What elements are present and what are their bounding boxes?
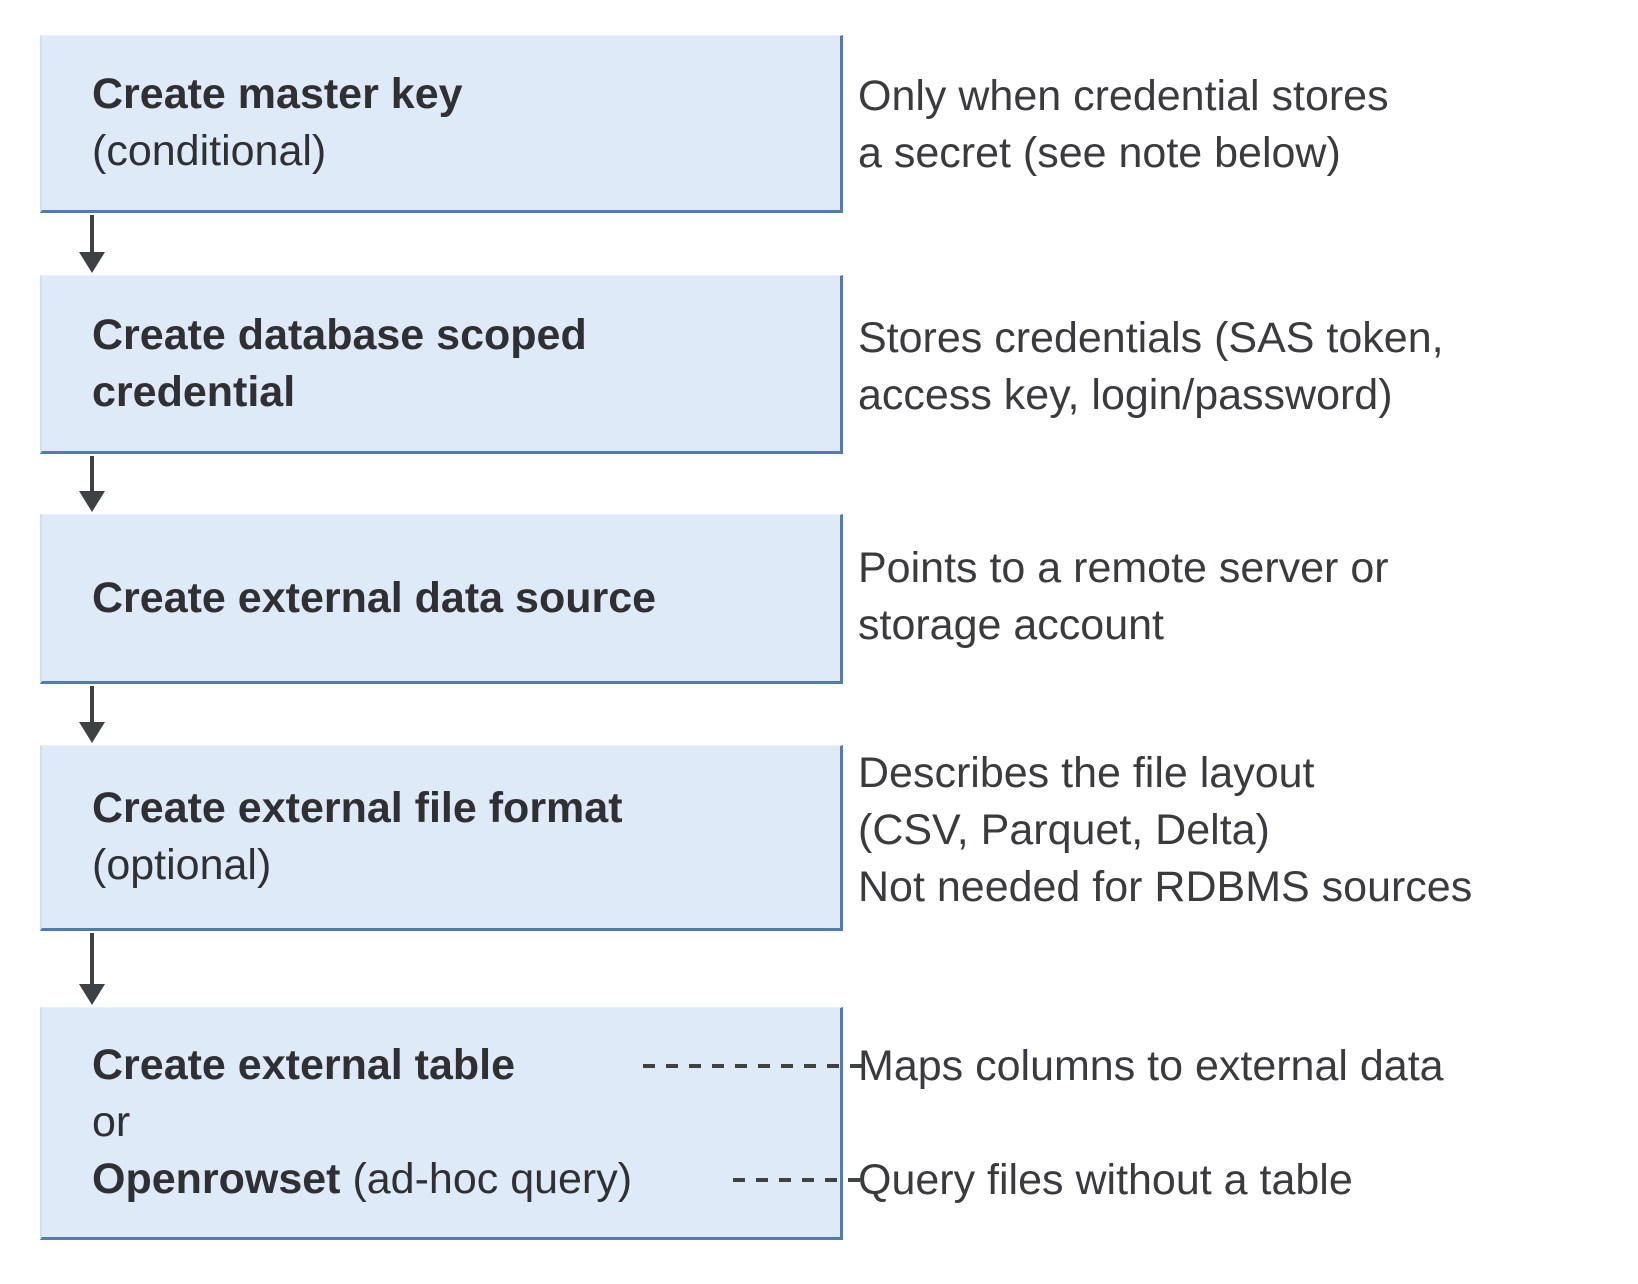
arrow-head-icon: [79, 722, 105, 743]
down-arrow-connector-2: [79, 456, 105, 512]
annotation-line: (CSV, Parquet, Delta): [858, 806, 1270, 854]
step-note: (optional): [92, 837, 820, 894]
step-box-create-master-key: Create master key (conditional): [40, 35, 843, 213]
arrow-shaft: [90, 215, 94, 252]
step-box-create-database-scoped-credential: Create database scoped credential: [40, 275, 843, 454]
step-title: Create database scoped: [92, 307, 820, 364]
annotation-openrowset: Query files without a table: [858, 1152, 1618, 1209]
arrow-head-icon: [79, 252, 105, 273]
annotation-master-key: Only when credential stores a secret (se…: [858, 68, 1618, 182]
step-title-text: Openrowset: [92, 1155, 341, 1203]
annotation-line: Describes the file layout: [858, 749, 1315, 797]
step-note-text: (conditional): [92, 127, 327, 175]
dashed-connector-external-table: [643, 1064, 865, 1068]
step-title-text: Create master key: [92, 70, 463, 118]
annotation-data-source: Points to a remote server or storage acc…: [858, 540, 1618, 654]
down-arrow-connector-4: [79, 933, 105, 1005]
step-title-text: Create database scoped: [92, 310, 587, 359]
annotation-line: Points to a remote server or: [858, 544, 1389, 592]
step-box-create-external-file-format: Create external file format (optional): [40, 745, 843, 931]
step-title: credential: [92, 364, 820, 421]
annotation-file-format: Describes the file layout (CSV, Parquet,…: [858, 745, 1618, 916]
step-box-create-external-table-or-openrowset: Create external table or Openrowset (ad-…: [40, 1007, 843, 1240]
annotation-line: Query files without a table: [858, 1156, 1353, 1204]
annotation-line: storage account: [858, 601, 1164, 649]
step-note-text: (optional): [92, 841, 272, 889]
arrow-shaft: [90, 456, 94, 491]
step-or-text: or: [92, 1098, 131, 1146]
step-title-text: Create external data source: [92, 573, 657, 622]
annotation-scoped-credential: Stores credentials (SAS token, access ke…: [858, 310, 1618, 424]
annotation-line: Maps columns to external data: [858, 1042, 1444, 1090]
step-title-openrowset: Openrowset (ad-hoc query): [92, 1151, 820, 1208]
step-title: Create master key: [92, 66, 820, 123]
annotation-external-table: Maps columns to external data: [858, 1038, 1618, 1095]
annotation-line: Only when credential stores: [858, 72, 1389, 120]
dashed-connector-openrowset: [733, 1178, 865, 1182]
annotation-line: Stores credentials (SAS token,: [858, 314, 1444, 362]
step-note: (conditional): [92, 123, 820, 180]
arrow-head-icon: [79, 491, 105, 512]
arrow-shaft: [90, 686, 94, 722]
down-arrow-connector-1: [79, 215, 105, 273]
step-title: Create external table: [92, 1037, 820, 1094]
arrow-head-icon: [79, 984, 105, 1005]
step-title-text: credential: [92, 367, 296, 416]
step-title: Create external file format: [92, 780, 820, 837]
annotation-line: Not needed for RDBMS sources: [858, 863, 1473, 911]
step-title-text: Create external file format: [92, 784, 623, 832]
step-title-text: Create external table: [92, 1041, 516, 1089]
annotation-line: access key, login/password): [858, 371, 1393, 419]
step-title: Create external data source: [92, 570, 820, 627]
annotation-line: a secret (see note below): [858, 129, 1341, 177]
step-note-text: (ad-hoc query): [340, 1155, 633, 1203]
step-box-create-external-data-source: Create external data source: [40, 514, 843, 684]
arrow-shaft: [90, 933, 94, 984]
down-arrow-connector-3: [79, 686, 105, 743]
